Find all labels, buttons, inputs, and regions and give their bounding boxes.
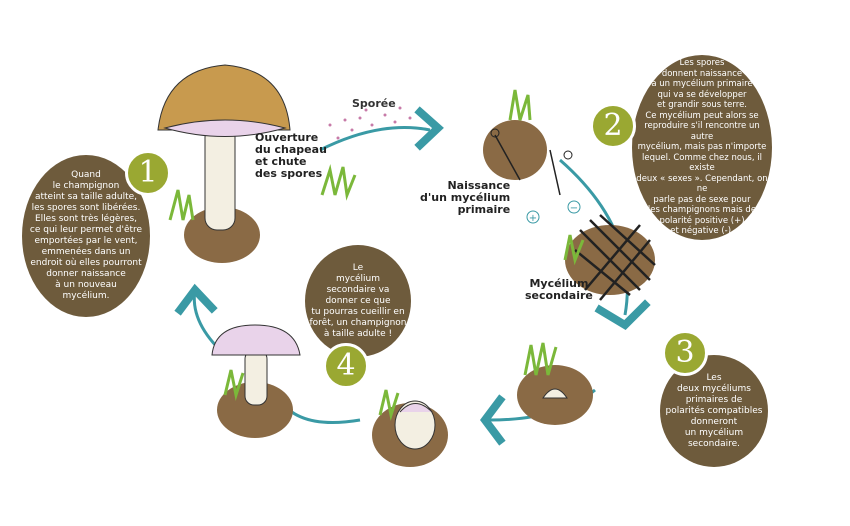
secondary-mycelium: [563, 214, 656, 301]
arrow-icon: [594, 299, 651, 331]
step-4-bubble: Le mycélium secondaire va donner ce que …: [305, 245, 411, 357]
spores-label: Sporée: [352, 97, 396, 110]
primary-mycelium: + −: [483, 89, 581, 224]
arrow-icon: [480, 394, 506, 446]
step-4-number: 4: [323, 343, 369, 389]
adult-mushroom: [157, 64, 357, 263]
step-2-bubble: Les spores donnent naissance à un mycéli…: [632, 55, 772, 240]
step-2-text: Les spores donnent naissance à un mycéli…: [636, 58, 768, 237]
step-1-text: Quand le champignon atteint sa taille ad…: [29, 170, 143, 301]
cap-opening-label: Ouverture du chapeau et chute des spores: [255, 131, 327, 180]
step-4-text: Le mycélium secondaire va donner ce que …: [309, 262, 407, 339]
secondary-mycelium-label: Mycélium secondaire: [525, 277, 593, 302]
spores: [328, 106, 412, 140]
step-3-number: 3: [662, 330, 708, 376]
step-2-number: 2: [590, 103, 636, 149]
step-1-number: 1: [125, 150, 171, 196]
arrow-heads: [174, 106, 651, 446]
plus-sign: +: [529, 213, 537, 224]
young-mushroom: [517, 342, 593, 425]
minus-sign: −: [570, 203, 578, 214]
arrow-icon: [174, 283, 218, 316]
growing-mushroom: [211, 324, 301, 438]
arrow-icon: [414, 106, 444, 151]
button-mushroom: [372, 389, 448, 467]
primary-mycelium-label: Naissance d'un mycélium primaire: [420, 179, 511, 216]
step-3-text: Les deux mycéliums primaires de polarité…: [665, 372, 763, 449]
